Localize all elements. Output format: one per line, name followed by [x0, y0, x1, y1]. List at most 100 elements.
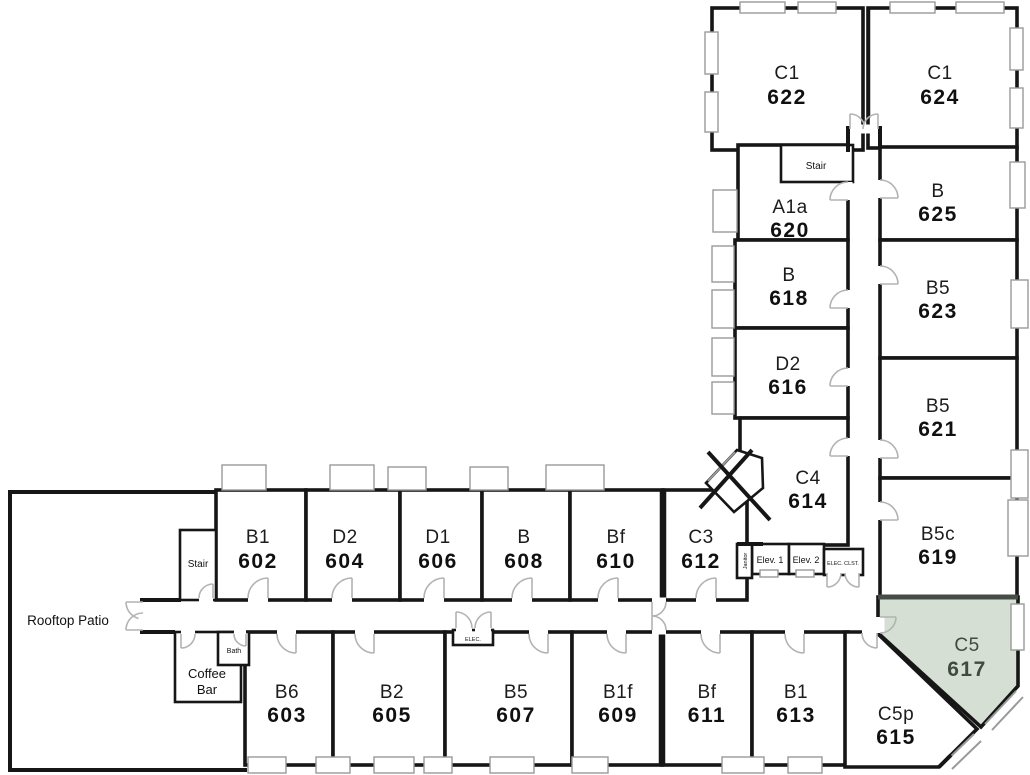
elec-closet-lower-label: ELEC. [465, 637, 481, 643]
stair-upper-label: Stair [806, 161, 827, 172]
door-swing [276, 633, 297, 654]
janitor-closet: Janitor [735, 542, 754, 580]
window [955, 1, 1005, 14]
unit-613-type: B1 [784, 682, 808, 703]
unit-617-number: 617 [947, 658, 987, 681]
unit-602[interactable]: B1 602 [214, 488, 308, 602]
door-swing [826, 572, 842, 588]
unit-621[interactable]: B5 621 [878, 356, 1019, 480]
unit-609-type: B1f [603, 682, 633, 703]
unit-624[interactable]: C1 624 [866, 6, 1019, 150]
window [704, 31, 719, 75]
door-swing [829, 367, 849, 387]
door-gap [696, 593, 716, 603]
elec-closet-lower-shape [451, 628, 495, 647]
window [571, 756, 609, 774]
unit-619[interactable]: B5c 619 [878, 476, 1019, 599]
unit-608[interactable]: B 608 [480, 488, 572, 602]
unit-606-number: 606 [418, 550, 458, 573]
unit-602-type: B1 [246, 527, 270, 548]
door-swing [125, 612, 144, 631]
unit-618[interactable]: B 618 [733, 238, 850, 330]
window [711, 337, 735, 377]
door-swing [844, 572, 860, 588]
unit-611[interactable]: Bf 611 [660, 630, 754, 767]
units: C1 622 C1 624 A1a 620 B 618 D2 616 C4 61… [214, 6, 1020, 769]
unit-622-number: 622 [767, 86, 807, 109]
door-gap [827, 568, 841, 578]
rooftop-patio-label: Rooftop Patio [27, 613, 109, 628]
unit-616[interactable]: D2 616 [733, 326, 850, 420]
door-gap [424, 593, 444, 603]
unit-617-highlighted[interactable]: C5 617 [876, 594, 1020, 730]
unit-605-shape[interactable] [331, 630, 447, 767]
door-gap [875, 440, 885, 458]
unit-606-type: D1 [425, 527, 450, 548]
corner-bay-wall-2 [698, 448, 754, 510]
door-swing [354, 633, 375, 654]
unit-620-number: 620 [770, 219, 810, 242]
unit-625-shape[interactable] [878, 145, 1019, 242]
unit-605[interactable]: B2 605 [331, 630, 447, 767]
door-swing [879, 616, 897, 634]
unit-603-type: B6 [275, 682, 299, 703]
unit-623-shape[interactable] [878, 238, 1019, 360]
door-gap [845, 568, 859, 578]
window [1009, 87, 1024, 129]
unit-623[interactable]: B5 623 [878, 238, 1019, 360]
window [1010, 449, 1029, 499]
unit-613-number: 613 [776, 704, 816, 727]
window [423, 756, 453, 774]
door-gap [456, 623, 472, 633]
unit-607[interactable]: B5 607 [443, 630, 574, 767]
door-gap [850, 124, 865, 134]
unit-606[interactable]: D1 606 [398, 488, 484, 602]
elevator-2-label: Elev. 2 [793, 555, 820, 565]
door-gap [277, 629, 296, 639]
window [1007, 499, 1029, 557]
unit-618-type: B [782, 265, 795, 286]
unit-625[interactable]: B 625 [878, 145, 1019, 242]
door-gap [875, 266, 885, 284]
coffee-bar-label-2: Bar [197, 682, 218, 697]
unit-610-number: 610 [596, 550, 636, 573]
door-swing [606, 633, 627, 654]
door-gap [862, 628, 877, 638]
coffee-bar-label-1: Coffee [188, 666, 226, 681]
window [721, 756, 765, 774]
window [469, 466, 509, 491]
unit-616-type: D2 [775, 354, 800, 375]
window [797, 1, 837, 14]
unit-621-shape[interactable] [878, 356, 1019, 480]
unit-604[interactable]: D2 604 [304, 488, 402, 602]
window [795, 569, 815, 578]
door-gap [598, 593, 618, 603]
unit-613[interactable]: B1 613 [750, 630, 850, 767]
unit-612[interactable]: C3 612 [661, 488, 749, 602]
unit-619-shape[interactable] [878, 476, 1019, 599]
unit-623-number: 623 [918, 300, 958, 323]
unit-611-shape[interactable] [660, 630, 754, 767]
window [315, 756, 351, 774]
unit-622[interactable]: C1 622 [710, 6, 865, 152]
door-swing [784, 633, 805, 654]
unit-620-type: A1a [772, 197, 807, 218]
unit-609[interactable]: B1f 609 [570, 630, 664, 767]
service-rooms: Stair Stair Coffee Bar Bath Elev. 1 Elev… [173, 143, 865, 704]
c5p-corner-step [937, 753, 953, 769]
unit-610-type: Bf [607, 527, 626, 548]
unit-610[interactable]: Bf 610 [568, 488, 665, 602]
window [545, 464, 605, 491]
door-gap [652, 597, 666, 607]
door-swing [423, 577, 445, 599]
unit-616-shape[interactable] [733, 326, 850, 420]
door-swing [455, 611, 473, 629]
door-gap [248, 593, 268, 603]
unit-608-type: B [517, 527, 530, 548]
door-gap [475, 623, 491, 633]
door-swing [829, 289, 849, 309]
unit-605-type: B2 [380, 682, 404, 703]
unit-615[interactable]: C5p 615 [843, 630, 980, 769]
unit-622-type: C1 [774, 63, 799, 84]
